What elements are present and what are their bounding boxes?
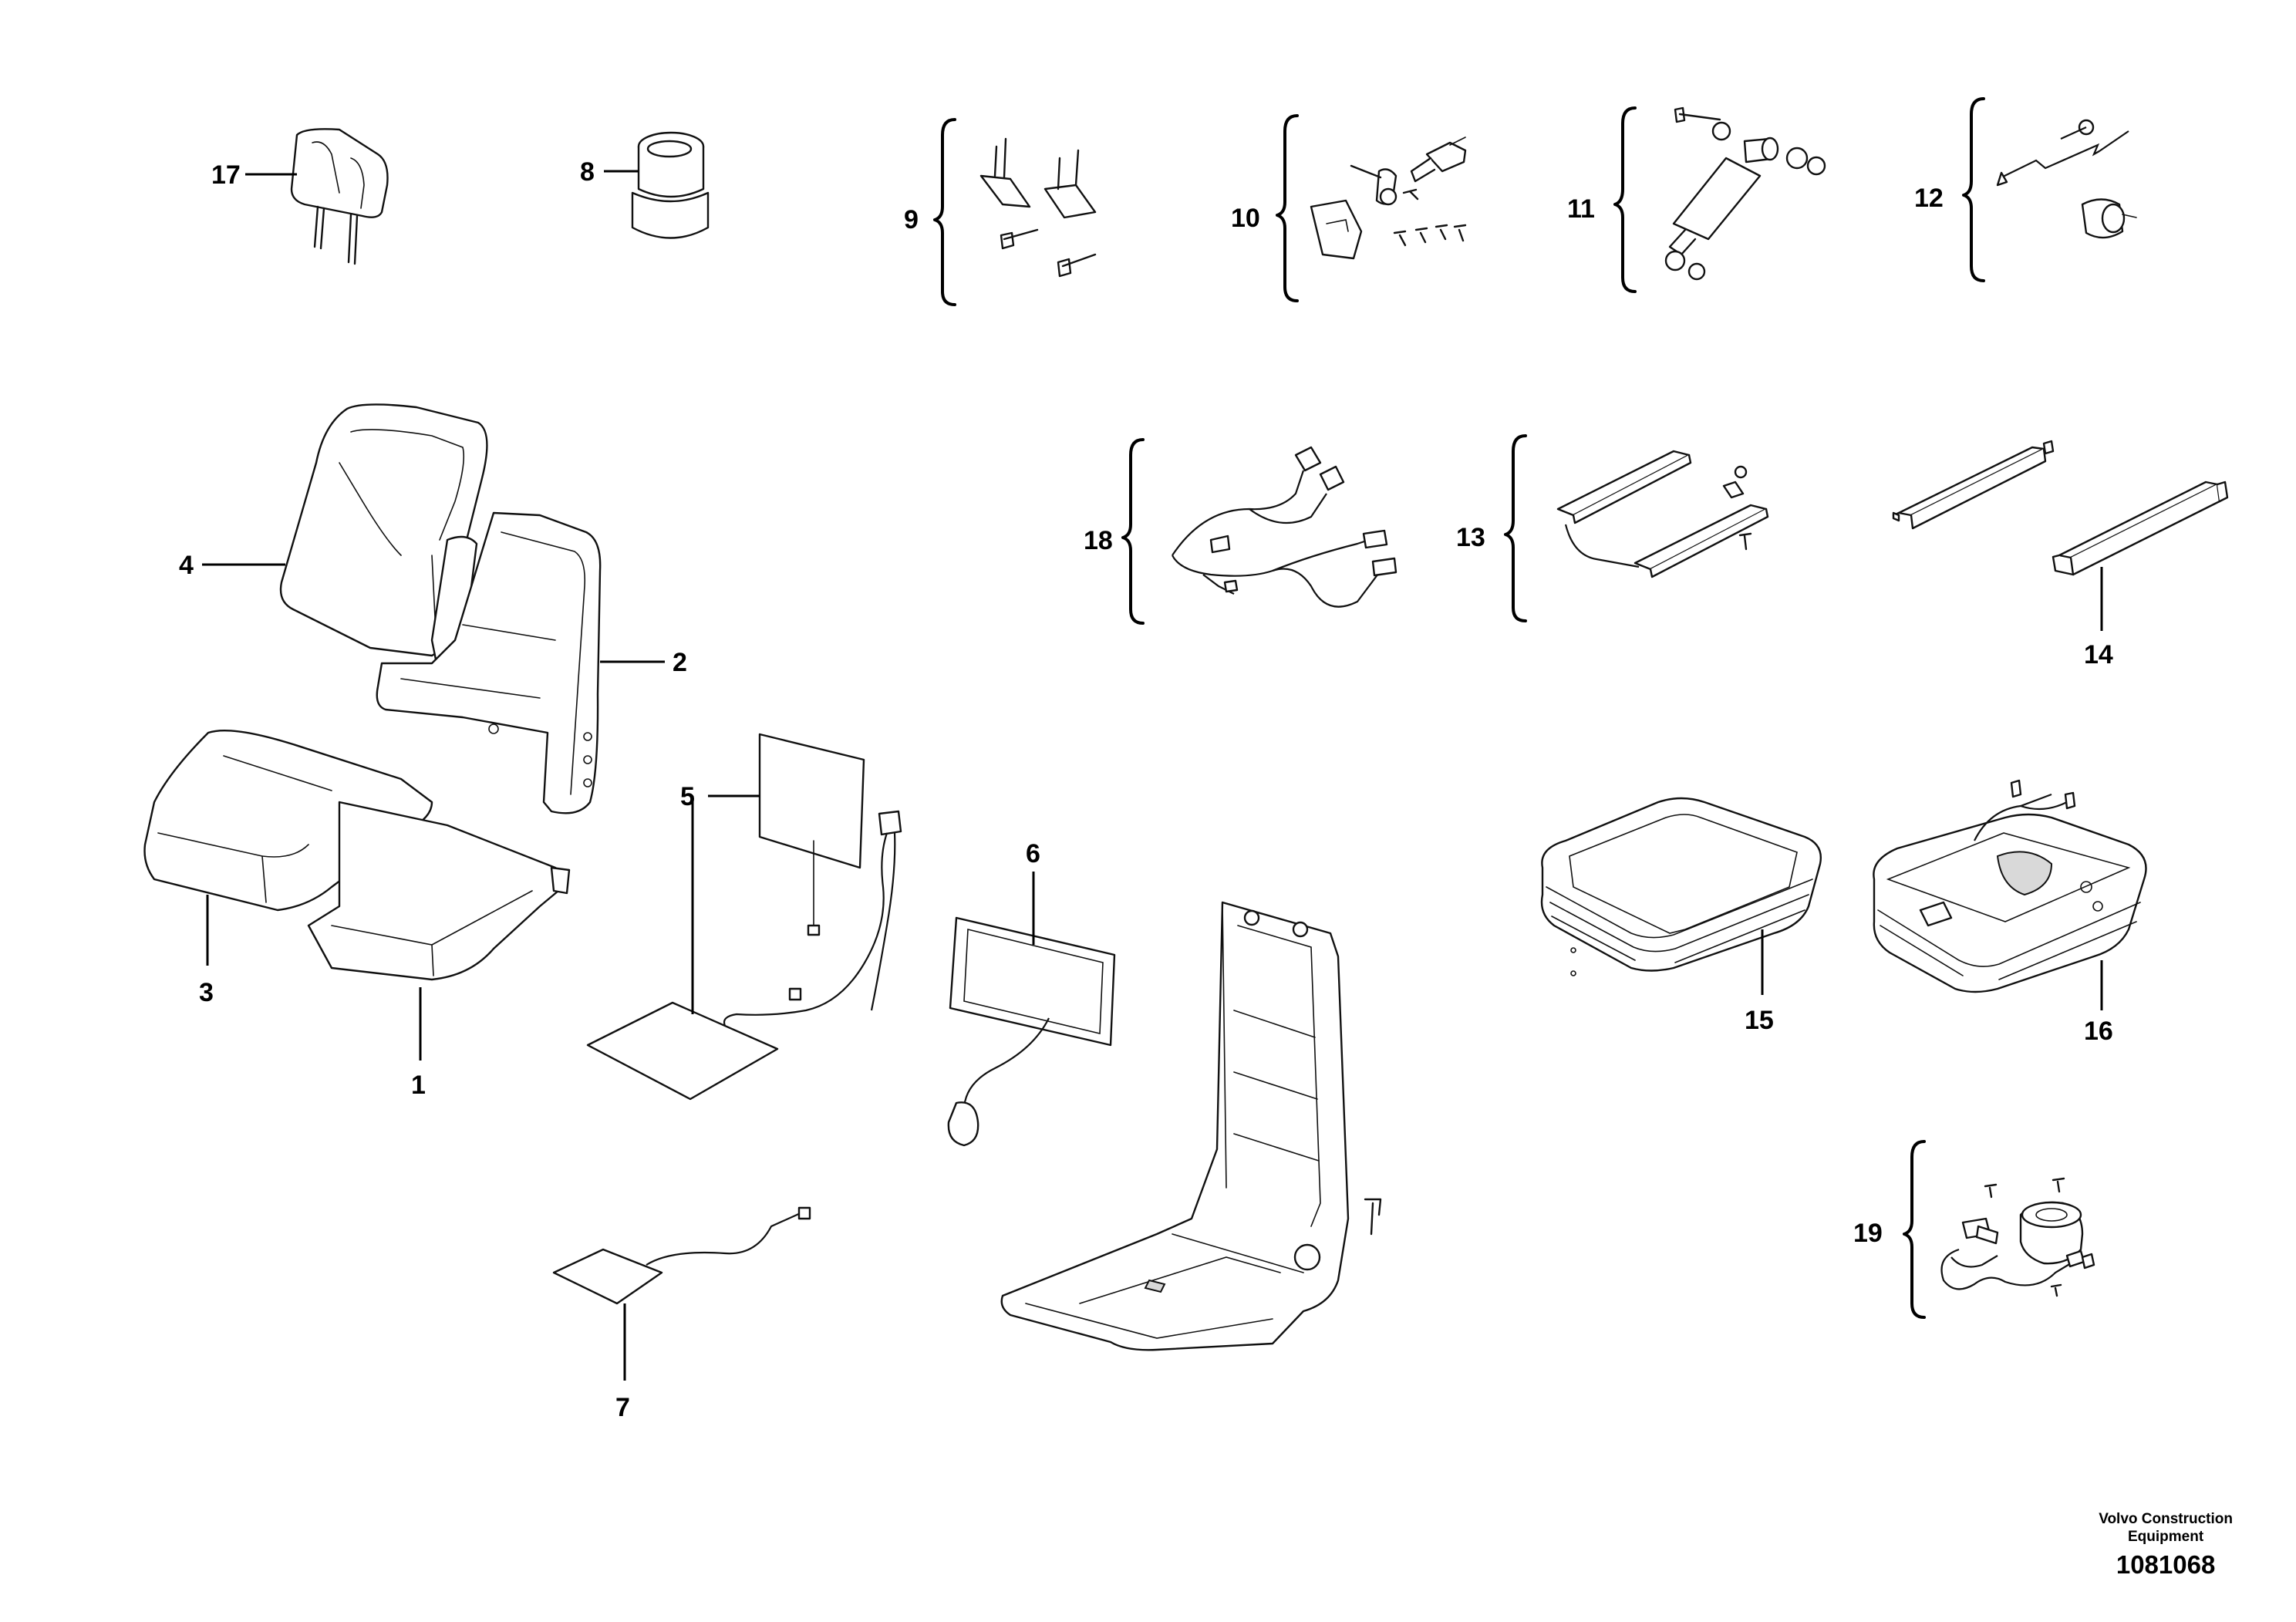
part-18-wiring-harness bbox=[1172, 446, 1397, 608]
part-4-back-cushion bbox=[279, 403, 488, 661]
callout-12: 12 bbox=[1914, 184, 1944, 213]
part-11-shock-absorber bbox=[1664, 106, 1826, 281]
callout-13: 13 bbox=[1456, 523, 1485, 552]
callout-9: 9 bbox=[904, 205, 919, 234]
callout-11: 11 bbox=[1567, 194, 1595, 224]
callout-10: 10 bbox=[1231, 204, 1260, 233]
footer-publisher: Volvo Construction Equipment 1081068 bbox=[2099, 1510, 2233, 1580]
callout-19: 19 bbox=[1853, 1219, 1883, 1248]
callout-3: 3 bbox=[199, 978, 214, 1007]
brace-13 bbox=[1504, 434, 1527, 622]
publisher-name-line2: Equipment bbox=[2128, 1529, 2204, 1545]
callout-2: 2 bbox=[673, 648, 687, 677]
part-17-headrest bbox=[290, 128, 389, 265]
part-2-backrest-shell bbox=[376, 511, 602, 814]
callout-5: 5 bbox=[680, 782, 695, 811]
callout-8: 8 bbox=[580, 157, 595, 187]
part-10-latch-kit bbox=[1310, 137, 1467, 260]
part-13-slide-rails bbox=[1556, 450, 1769, 578]
part-6-lumbar-bladder bbox=[947, 916, 1116, 1147]
part-19-compressor-kit bbox=[1940, 1177, 2095, 1297]
part-9-bracket-kit bbox=[979, 137, 1097, 278]
part-14-brackets bbox=[1892, 440, 2229, 576]
callout-7: 7 bbox=[615, 1393, 630, 1422]
publisher-name-line1: Volvo Construction bbox=[2099, 1511, 2233, 1527]
part-seat-frame bbox=[1000, 901, 1382, 1351]
part-8-cup-holder bbox=[631, 131, 710, 239]
part-1-seat-base bbox=[307, 801, 571, 981]
document-number: 1081068 bbox=[2116, 1550, 2216, 1579]
callout-4: 4 bbox=[179, 551, 194, 580]
callout-14: 14 bbox=[2084, 640, 2113, 669]
callout-6: 6 bbox=[1026, 839, 1040, 868]
part-7-sensor-mat bbox=[552, 1206, 811, 1305]
callout-16: 16 bbox=[2084, 1017, 2113, 1046]
callout-17: 17 bbox=[211, 160, 241, 190]
brace-12 bbox=[1962, 97, 1985, 282]
part-16-suspension bbox=[1873, 779, 2147, 993]
brace-11 bbox=[1613, 106, 1637, 293]
brace-18 bbox=[1121, 438, 1145, 625]
callout-15: 15 bbox=[1745, 1006, 1774, 1035]
part-5-heating-pads bbox=[586, 733, 902, 1101]
callout-1: 1 bbox=[411, 1071, 426, 1100]
brace-10 bbox=[1276, 114, 1299, 302]
callout-18: 18 bbox=[1084, 526, 1113, 555]
part-15-bellows bbox=[1540, 797, 1822, 976]
brace-19 bbox=[1903, 1140, 1926, 1319]
part-12-cable-knob bbox=[1996, 119, 2137, 239]
brace-9 bbox=[933, 118, 956, 306]
